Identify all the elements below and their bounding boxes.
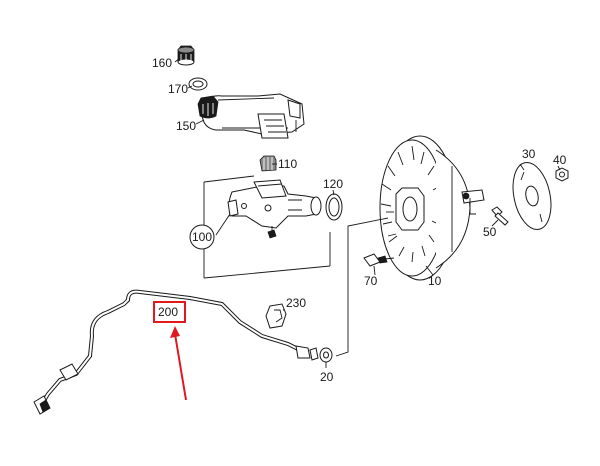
callout-120: 120 [323,177,343,191]
callout-40: 40 [553,153,567,167]
highlight-arrow-head [170,326,180,338]
brake-line [33,289,319,415]
gasket [512,162,552,230]
seal-ring [188,77,208,91]
callout-labels: 160 170 150 110 120 100 230 20 70 10 30 … [152,56,567,384]
callout-150: 150 [176,119,196,133]
callout-10: 10 [428,274,442,288]
brake-booster [379,135,485,281]
callout-50: 50 [483,225,497,239]
grommet [259,155,277,172]
highlight-arrow [174,333,187,401]
master-cylinder [227,179,322,239]
bolt [491,206,509,226]
callout-230: 230 [286,296,306,310]
highlight-200: 200 [153,301,187,401]
nut [555,167,569,182]
o-ring [325,193,343,221]
callout-100: 100 [192,230,212,244]
callout-110: 110 [278,157,297,171]
callout-70: 70 [364,274,378,288]
callout-30: 30 [522,147,536,161]
callout-170: 170 [168,82,188,96]
reservoir-cap [177,45,195,66]
leader-lines [174,57,561,368]
callout-20: 20 [320,370,334,384]
line-clip [265,303,287,329]
highlight-box [153,301,186,323]
union-fitting [319,347,333,363]
callout-100-circle [189,224,215,250]
callout-160: 160 [152,56,172,70]
callout-200: 200 [158,305,178,319]
vacuum-sensor [363,253,395,267]
brake-fluid-reservoir [197,93,305,139]
